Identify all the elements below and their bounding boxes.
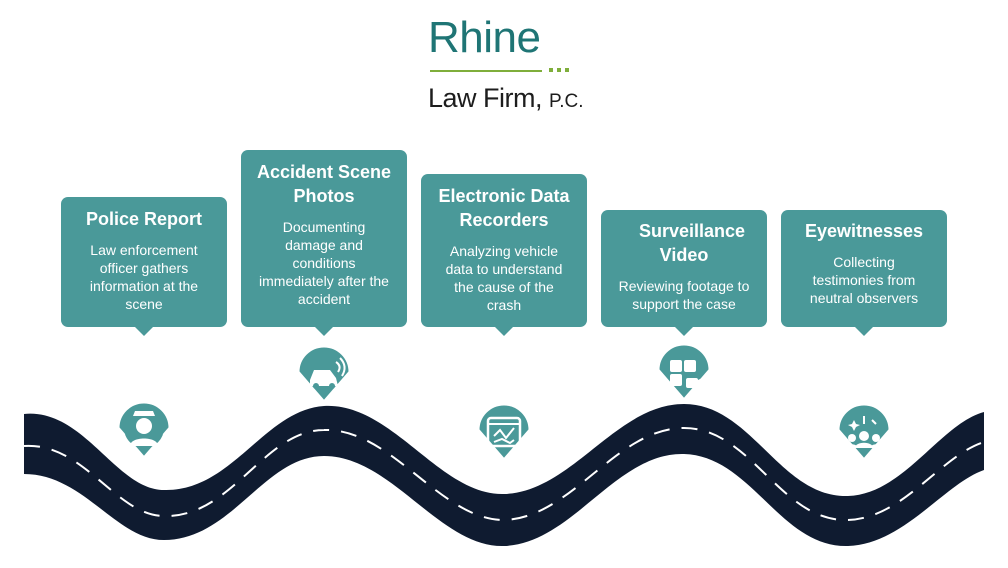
step-description: Reviewing footage to support the case — [618, 278, 750, 312]
step-card-electronic-data-recorders: Electronic Data Recorders Analyzing vehi… — [421, 174, 587, 336]
step-description: Law enforcement officer gathers informat… — [89, 242, 199, 312]
data-window-icon — [476, 402, 532, 463]
step-title: Accident Scene Photos — [256, 162, 392, 206]
step-title: Eyewitnesses — [804, 221, 924, 241]
step-card-accident-scene-photos: Accident Scene Photos Documenting damage… — [241, 150, 407, 336]
logo-underline — [430, 70, 542, 72]
step-description: Documenting damage and conditions immedi… — [259, 219, 389, 307]
step-description: Analyzing vehicle data to understand the… — [445, 243, 563, 313]
step-card-police-report: Police Report Law enforcement officer ga… — [61, 197, 227, 336]
witnesses-icon — [836, 402, 892, 463]
logo-brand: Rhine — [428, 13, 541, 62]
logo: Rhine Law Firm, P.C. — [0, 0, 1008, 120]
step-title: Electronic Data Recorders — [438, 186, 570, 230]
video-camera-icon — [656, 342, 712, 403]
road — [24, 404, 984, 547]
step-card-surveillance-video: Surveillance Video Reviewing footage to … — [601, 210, 767, 336]
logo-subtitle: Law Firm, P.C. — [428, 82, 584, 118]
police-officer-icon — [116, 400, 172, 461]
step-title: Police Report — [85, 209, 203, 229]
step-title: Surveillance Video — [639, 221, 746, 265]
logo-suffix: P.C. — [549, 91, 584, 112]
car-crash-icon — [296, 344, 352, 405]
step-description: Collecting testimonies from neutral obse… — [809, 254, 919, 306]
logo-dots — [549, 68, 569, 72]
logo-sub-text: Law Firm, — [428, 83, 543, 113]
step-card-eyewitnesses: Eyewitnesses Collecting testimonies from… — [781, 210, 947, 336]
